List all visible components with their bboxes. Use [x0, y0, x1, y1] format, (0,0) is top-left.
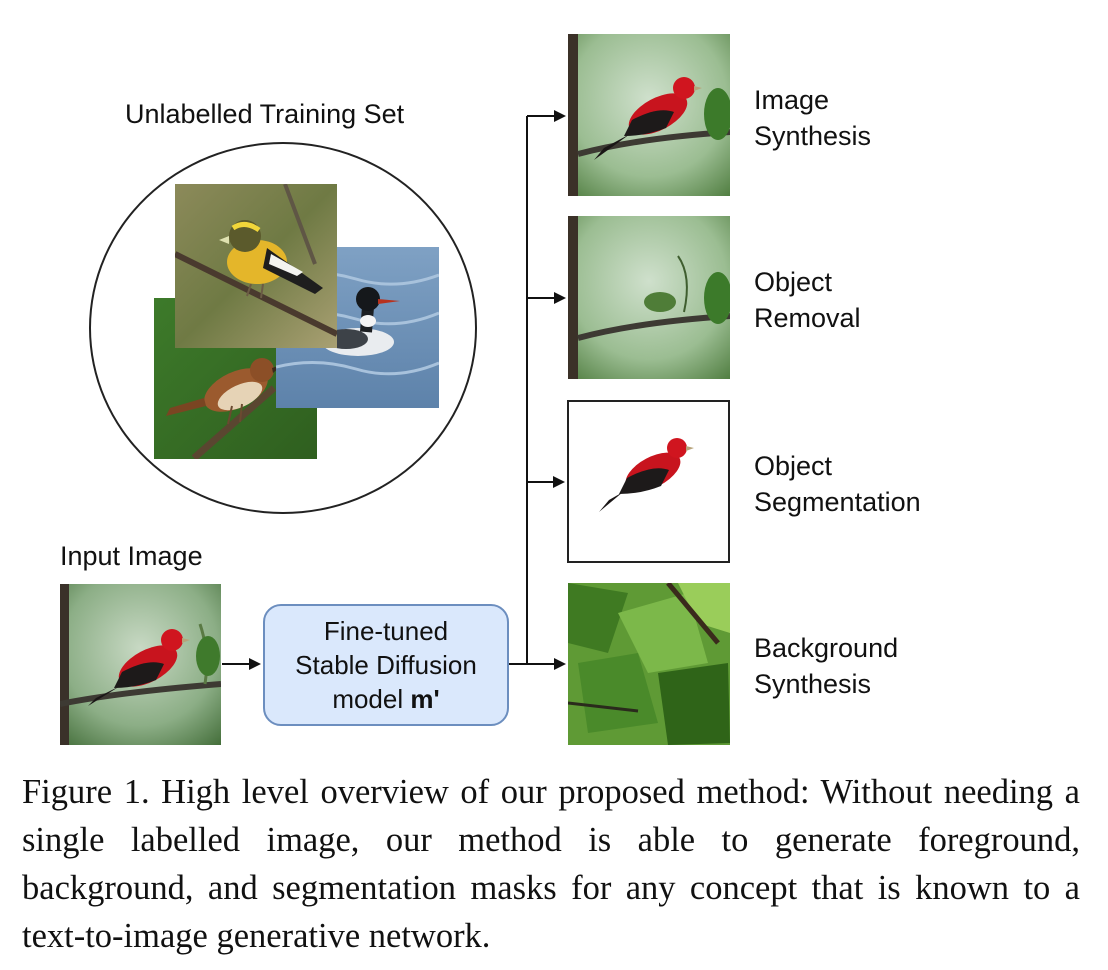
output-label-line-1: Object — [754, 451, 833, 481]
input-image — [60, 584, 221, 745]
output-label-line-1: Image — [754, 85, 830, 115]
figure-caption: Figure 1. High level overview of our pro… — [22, 773, 1080, 955]
output-label-image-synthesis: Image Synthesis — [754, 82, 871, 154]
output-label-line-1: Background — [754, 633, 899, 663]
output-label-background-synthesis: Background Synthesis — [754, 630, 898, 702]
input-image-title: Input Image — [60, 541, 203, 571]
model-label-line-2: Stable Diffusion — [295, 650, 477, 680]
output-label-line-2: Removal — [754, 303, 861, 333]
model-label-prefix: model — [332, 684, 411, 714]
output-object-removal — [568, 216, 730, 379]
training-image-grosbeak — [175, 184, 337, 348]
output-label-line-2: Synthesis — [754, 669, 872, 699]
output-label-line-2: Synthesis — [754, 121, 872, 151]
output-label-line-1: Object — [754, 267, 833, 297]
output-label-object-removal: Object Removal — [754, 264, 861, 336]
output-object-segmentation — [567, 400, 730, 563]
output-image-synthesis — [568, 34, 730, 196]
training-set-circle — [89, 142, 477, 514]
overview-figure: Unlabelled Training Set — [60, 34, 921, 745]
fine-tuned-model-box: Fine-tuned Stable Diffusion model m' — [263, 604, 509, 726]
model-label-line-1: Fine-tuned — [323, 616, 449, 646]
output-background-synthesis — [568, 583, 730, 745]
model-label-symbol: m' — [410, 684, 440, 714]
model-label-line-3: model m' — [265, 682, 507, 716]
output-label-object-segmentation: Object Segmentation — [754, 448, 921, 520]
training-set-title: Unlabelled Training Set — [125, 99, 405, 129]
output-label-line-2: Segmentation — [754, 487, 921, 517]
